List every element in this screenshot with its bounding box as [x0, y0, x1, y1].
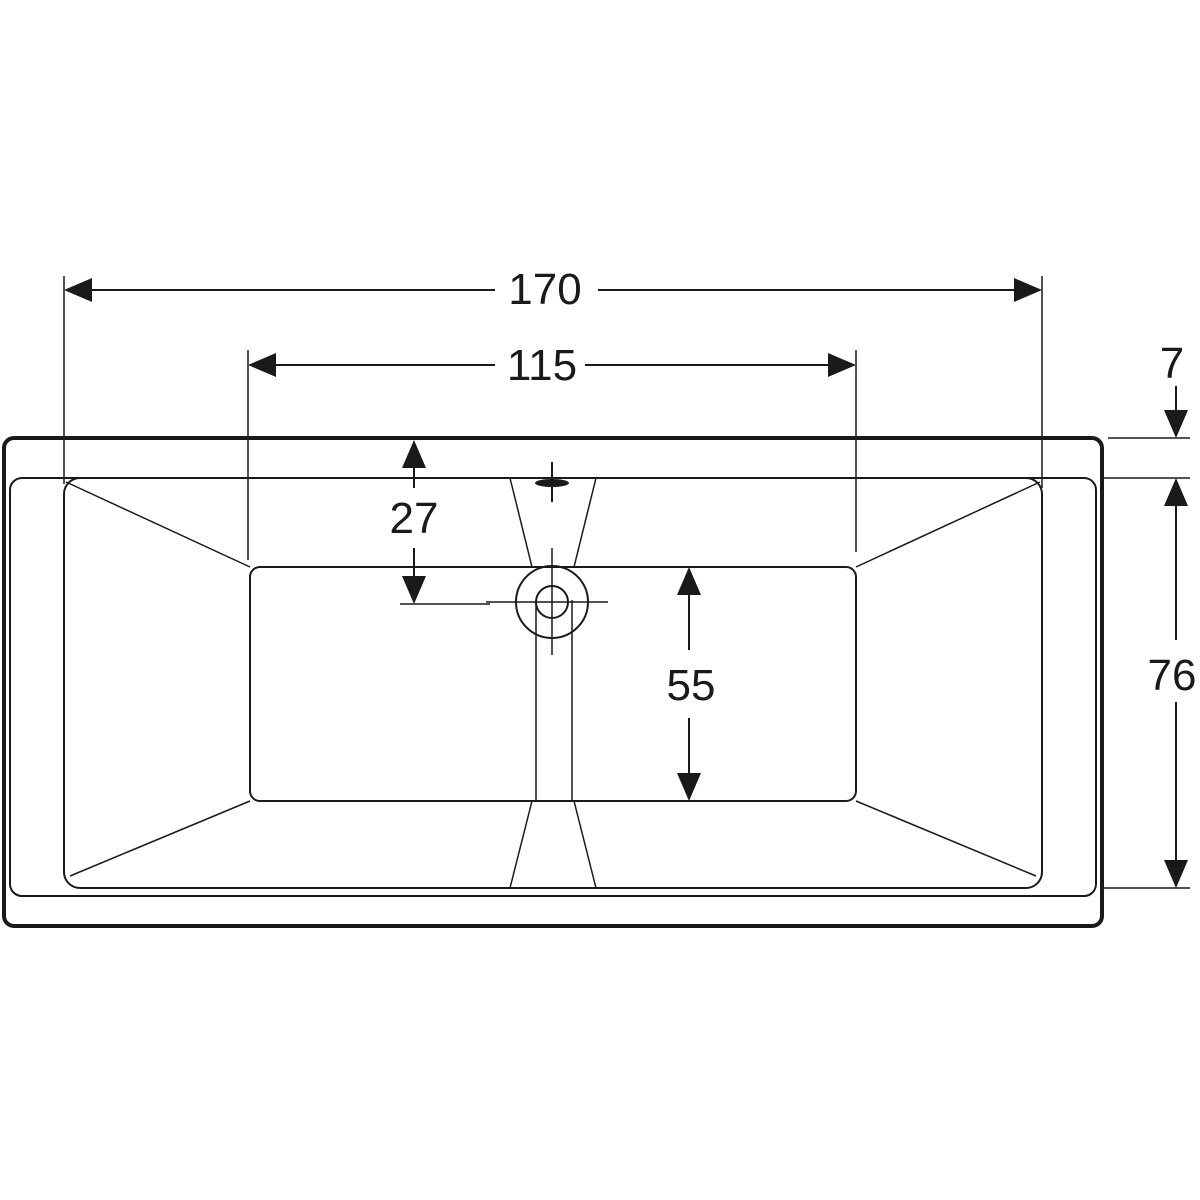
dimension-rim-offset: 7 — [1160, 339, 1188, 438]
dimension-label-floor-width: 55 — [667, 661, 716, 710]
dimension-label-overall-width: 76 — [1148, 651, 1197, 700]
dimension-label-rim-offset: 7 — [1160, 339, 1184, 388]
extension-lines — [63, 276, 1190, 889]
basin-slope-lines — [65, 481, 1041, 877]
dimension-label-overall-length: 170 — [508, 265, 581, 314]
overflow-icon — [535, 462, 569, 502]
dimension-floor-width: 55 — [667, 567, 716, 801]
tub-outer-rim — [2, 436, 1104, 928]
dimension-label-drain-offset: 27 — [390, 494, 439, 543]
dimension-floor-length: 115 — [248, 341, 856, 390]
drain-channel-lines — [509, 477, 597, 889]
drain-icon — [486, 548, 608, 655]
dimension-overall-width: 76 — [1148, 478, 1197, 888]
dimension-label-floor-length: 115 — [507, 341, 577, 390]
tub-basin-edge — [63, 477, 1043, 889]
dimension-drain-offset: 27 — [390, 440, 439, 604]
dimension-overall-length: 170 — [64, 265, 1042, 314]
